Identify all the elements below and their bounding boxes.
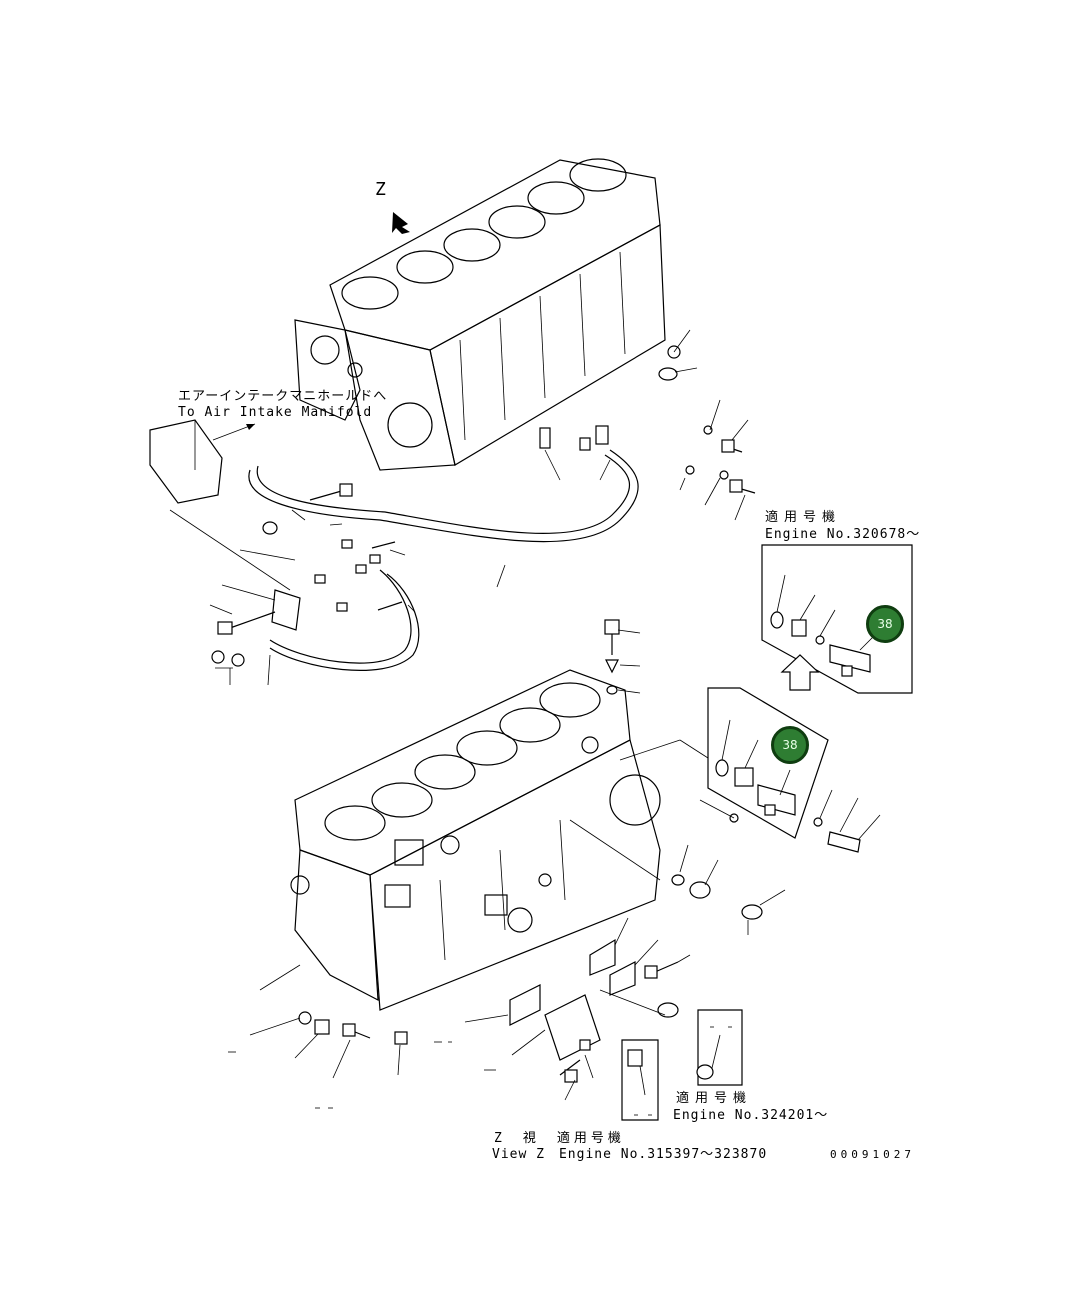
lower-engine-block xyxy=(290,669,661,1011)
upper-engine-block xyxy=(294,158,681,471)
sensor-harness xyxy=(149,419,756,671)
leader-lines-upper xyxy=(169,329,749,686)
drawing-number: 00091027 xyxy=(830,1148,915,1161)
inset-upper xyxy=(761,544,913,694)
lower-parts xyxy=(228,619,786,1121)
view-z-arrow xyxy=(392,212,410,234)
applicable-label-jp-2: 適用号機 xyxy=(676,1091,753,1106)
engine-number-label-1: Engine No.320678～ xyxy=(765,527,921,542)
air-intake-label-en: To Air Intake Manifold xyxy=(178,405,373,420)
part-callout-badge-lower[interactable]: 38 xyxy=(771,726,809,764)
applicable-label-jp-1: 適用号機 xyxy=(765,510,842,525)
view-z-label-en: View Z Engine No.315397～323870 xyxy=(492,1147,768,1162)
part-callout-badge-upper[interactable]: 38 xyxy=(866,605,904,643)
view-z-label-jp: Z 視 適用号機 xyxy=(494,1131,625,1146)
engine-number-label-2: Engine No.324201～ xyxy=(673,1108,829,1123)
air-intake-label-jp: エアーインテークマニホールドへ xyxy=(178,389,388,404)
view-letter: Z xyxy=(375,179,387,200)
inset-lower xyxy=(699,687,881,853)
inset-arrow xyxy=(780,654,820,691)
